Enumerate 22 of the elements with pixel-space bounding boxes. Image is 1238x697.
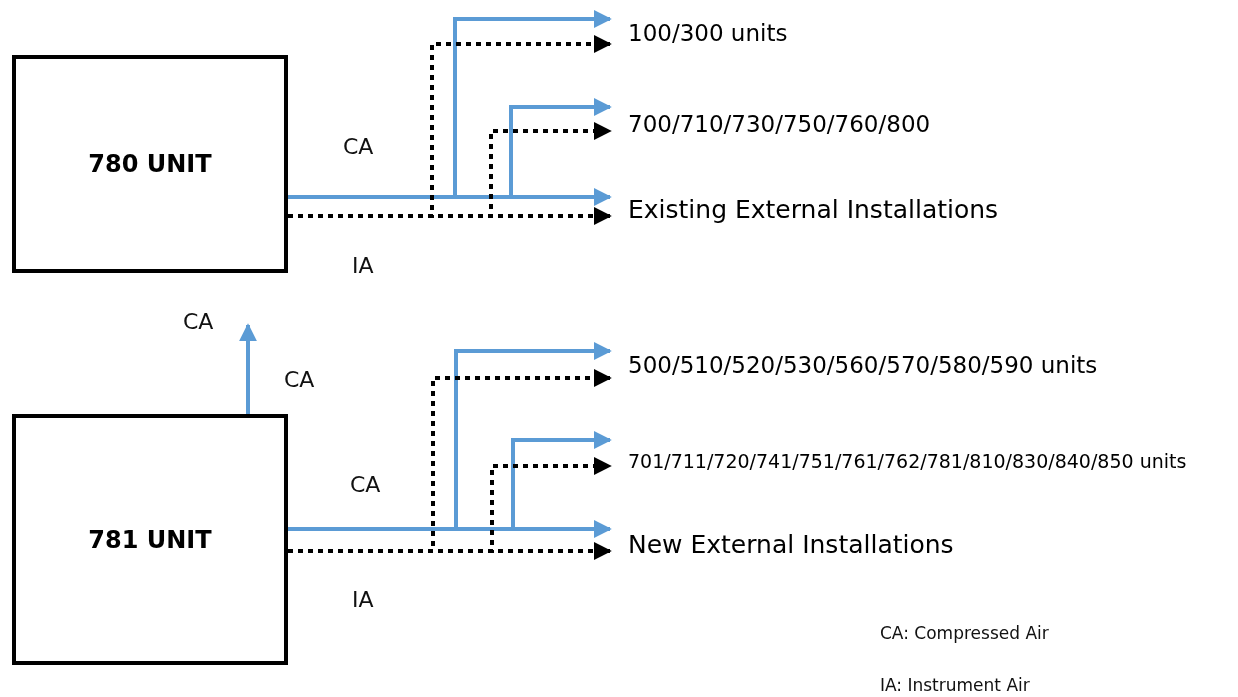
legend-note: CA: Compressed Air bbox=[880, 623, 1049, 643]
unit-label: 780 UNIT bbox=[88, 150, 212, 178]
flow-label: IA bbox=[352, 253, 374, 278]
arrow bbox=[288, 207, 612, 225]
unit-box bbox=[12, 414, 288, 665]
arrow bbox=[239, 323, 257, 414]
flow-label: CA bbox=[284, 367, 315, 392]
destination-label: 100/300 units bbox=[628, 20, 788, 46]
unit-label: 781 UNIT bbox=[88, 525, 212, 554]
destination-label: Existing External Installations bbox=[628, 194, 999, 224]
destination-label: 700/710/730/750/760/800 bbox=[628, 111, 931, 137]
flow-label: CA bbox=[183, 309, 214, 334]
destination-label: 701/711/720/741/751/761/762/781/810/830/840/850 units bbox=[628, 450, 1187, 472]
flow-label: CA bbox=[350, 472, 381, 497]
destination-label: 500/510/520/530/560/570/580/590 units bbox=[628, 352, 1098, 378]
legend-note: IA: Instrument Air bbox=[880, 675, 1030, 695]
unit-box bbox=[12, 55, 288, 273]
destination-label: New External Installations bbox=[628, 529, 954, 559]
flow-label: CA bbox=[343, 134, 374, 159]
flow-label: IA bbox=[352, 587, 374, 612]
arrow bbox=[288, 188, 612, 206]
arrow bbox=[288, 542, 612, 560]
